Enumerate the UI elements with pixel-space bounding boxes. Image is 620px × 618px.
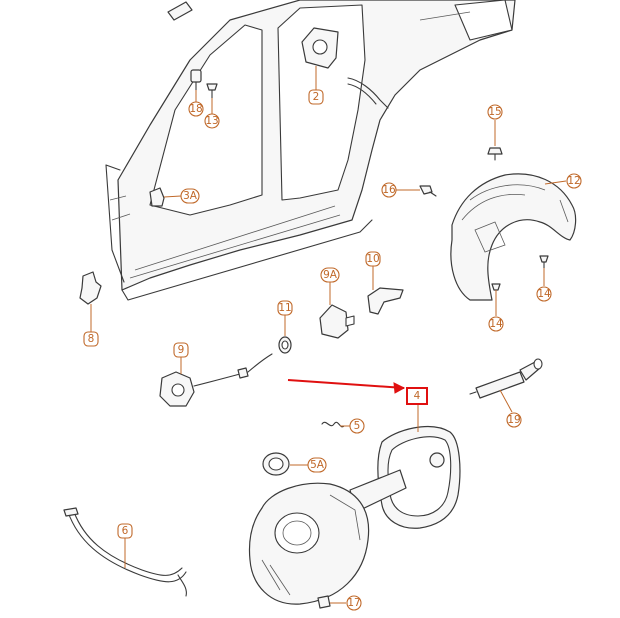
wheel-arch-liner-part-12 [450,173,577,301]
svg-text:15: 15 [488,106,501,118]
svg-text:2: 2 [313,91,320,103]
fuel-filler-housing [248,482,370,605]
grommet-part-11 [278,336,292,354]
callout-11: 11 [277,300,293,316]
svg-text:6: 6 [122,525,129,537]
red-arrow [287,379,406,394]
callout-3a: 3A [180,188,200,204]
highlight-box [406,387,428,405]
clip-part-16 [419,185,437,197]
body-side-panel [105,0,516,301]
fuel-flap-part-4 [349,425,461,529]
svg-text:10: 10 [366,253,379,265]
svg-text:17: 17 [347,597,360,609]
callout-17: 17 [346,595,362,611]
svg-text:12: 12 [567,175,580,187]
svg-text:18: 18 [189,103,202,115]
callout-2: 2 [308,89,324,105]
bracket-part-8 [79,271,102,305]
clip-part-17 [317,595,331,609]
screw-part-14b [491,283,501,291]
bracket-part-10 [367,287,404,315]
svg-text:4: 4 [414,390,421,402]
svg-text:8: 8 [88,333,95,345]
svg-text:13: 13 [205,115,218,127]
callout-8: 8 [83,331,99,347]
drain-hose-part-6 [63,507,187,597]
clip-part-18 [190,69,202,91]
callout-9: 9 [173,342,189,358]
callout-10: 10 [365,251,381,267]
svg-text:9A: 9A [323,269,338,281]
callout-13: 13 [204,113,220,129]
callout-18: 18 [188,101,204,117]
svg-text:5A: 5A [310,459,325,471]
bracket-part-2 [301,27,339,69]
callout-15: 15 [487,104,503,120]
callout-14b: 14 [488,316,504,332]
actuator-part-9a [319,304,355,339]
svg-text:14: 14 [537,288,551,300]
callout-14a: 14 [536,286,552,302]
svg-text:14: 14 [489,318,503,330]
ring-part-5a [262,452,290,476]
svg-text:11: 11 [278,302,291,314]
callout-16: 16 [381,182,397,198]
callout-5: 5 [349,418,365,434]
callout-19: 19 [506,412,522,428]
callout-5a: 5A [307,457,327,473]
clip-part-15 [487,147,503,161]
svg-text:5: 5 [354,420,361,432]
actuator-part-9 [159,353,273,407]
clip-part-13 [206,83,218,99]
callout-6: 6 [117,523,133,539]
screw-part-14a [539,255,549,269]
svg-text:3A: 3A [183,190,198,202]
svg-text:19: 19 [507,414,520,426]
gas-strut-part-19 [469,358,543,399]
clip-part-3a [149,187,165,207]
callout-12: 12 [566,173,582,189]
callout-9a: 9A [320,267,340,283]
svg-text:16: 16 [382,184,396,196]
svg-text:9: 9 [178,344,185,356]
callout-4: 4 [414,390,421,402]
